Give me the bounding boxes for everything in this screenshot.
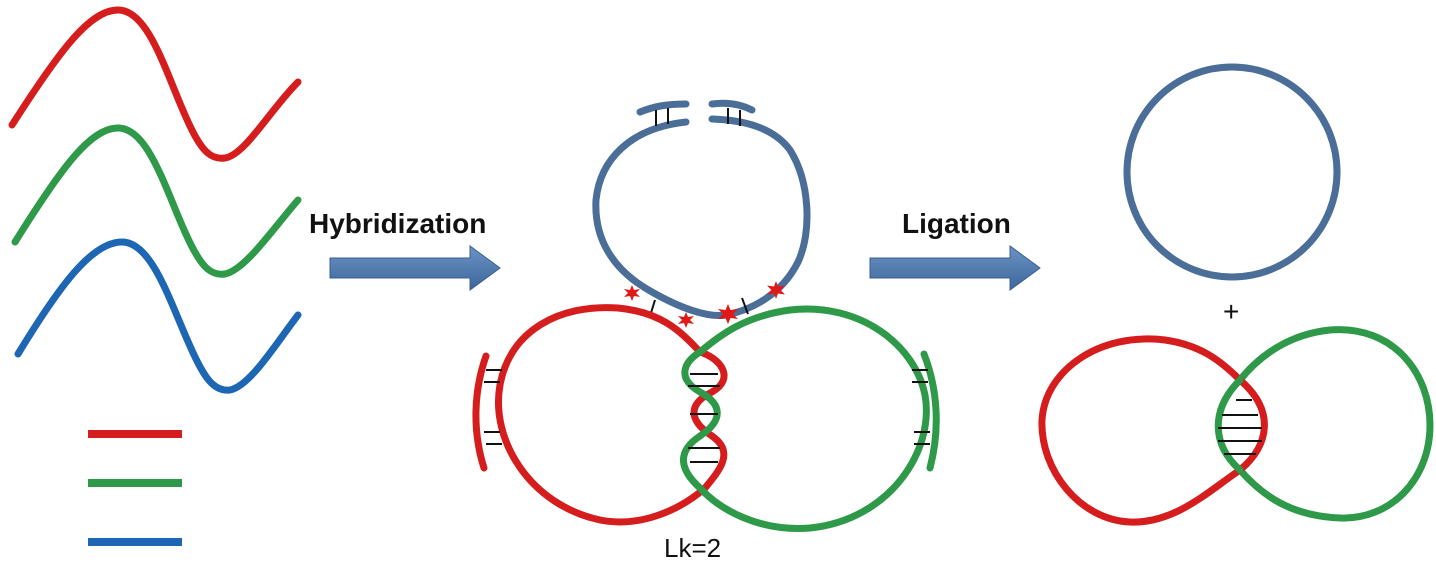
- hybridized-complex: [472, 99, 940, 532]
- green-wave-strand: [11, 124, 302, 278]
- red-crossing-segment: [1236, 376, 1268, 474]
- green-product-loop: [1236, 326, 1434, 522]
- nick-spark: [678, 312, 694, 328]
- linking-number-label: Lk=2: [664, 533, 722, 563]
- green-splint: [920, 350, 940, 472]
- blue-circular-product: [1123, 63, 1341, 281]
- ligation-arrow: [869, 245, 1041, 291]
- ligation-label: Ligation: [902, 208, 1011, 239]
- green-helix-segment: [680, 348, 721, 492]
- red-splint: [472, 352, 490, 472]
- nick-spark: [767, 281, 785, 299]
- ligation-products: [1038, 63, 1434, 526]
- hybridization-arrow: [329, 245, 501, 291]
- red-product-loop: [1038, 335, 1244, 526]
- red-wave-strand: [8, 6, 302, 162]
- red-loop: [495, 304, 709, 526]
- red-helix-segment: [690, 348, 728, 492]
- green-loop: [696, 305, 930, 532]
- hybridization-label: Hybridization: [309, 208, 487, 239]
- blue-splint-left: [636, 100, 690, 116]
- blue-wave-strand: [14, 238, 302, 394]
- input-strands: [8, 6, 302, 546]
- plus-sign: +: [1223, 296, 1240, 327]
- nick-spark: [624, 285, 640, 301]
- base-pair: [741, 297, 749, 315]
- blue-splint-right: [708, 99, 756, 114]
- nick-spark: [718, 304, 738, 324]
- green-crossing-segment: [1214, 376, 1244, 474]
